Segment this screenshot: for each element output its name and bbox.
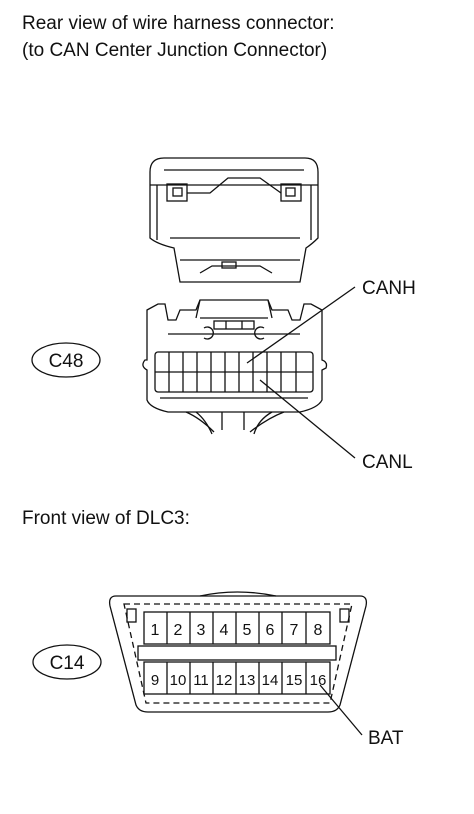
harness-connector-cover — [149, 157, 319, 283]
pin-number: 1 — [151, 622, 160, 639]
bat-label: BAT — [368, 728, 404, 749]
pin-number: 11 — [193, 672, 209, 689]
c48-badge: C48 — [31, 342, 101, 378]
pin-number: 16 — [310, 672, 327, 689]
c48-label: C48 — [49, 351, 84, 372]
pin-number: 5 — [243, 622, 252, 639]
pin-number: 15 — [286, 672, 303, 689]
c14-label: C14 — [50, 653, 85, 674]
pin-number: 7 — [290, 622, 299, 639]
pin-number: 4 — [220, 622, 229, 639]
top-title-line2: (to CAN Center Junction Connector) — [22, 40, 328, 61]
pin-number: 9 — [151, 672, 159, 689]
dlc3-connector — [108, 591, 368, 713]
pin-number: 14 — [262, 672, 279, 689]
pin-number: 10 — [170, 672, 187, 689]
canl-leader-line — [259, 379, 356, 459]
bottom-title: Front view of DLC3: — [22, 508, 190, 529]
canh-label: CANH — [362, 278, 416, 299]
dlc3-top-row-pins: 1 2 3 4 5 6 7 8 — [151, 622, 323, 639]
top-title-line1: Rear view of wire harness connector: — [22, 13, 335, 34]
pin-number: 12 — [216, 672, 233, 689]
pin-number: 13 — [239, 672, 256, 689]
c14-badge: C14 — [32, 644, 102, 680]
pin-number: 8 — [314, 622, 323, 639]
c48-connector — [142, 299, 328, 435]
dlc3-bottom-row-pins: 9 10 11 12 13 14 15 16 — [151, 672, 327, 689]
canl-label: CANL — [362, 452, 413, 473]
canh-leader-line — [246, 286, 356, 364]
pin-number: 3 — [197, 622, 206, 639]
pin-number: 6 — [266, 622, 275, 639]
bat-leader-line — [319, 684, 363, 736]
pin-number: 2 — [174, 622, 183, 639]
